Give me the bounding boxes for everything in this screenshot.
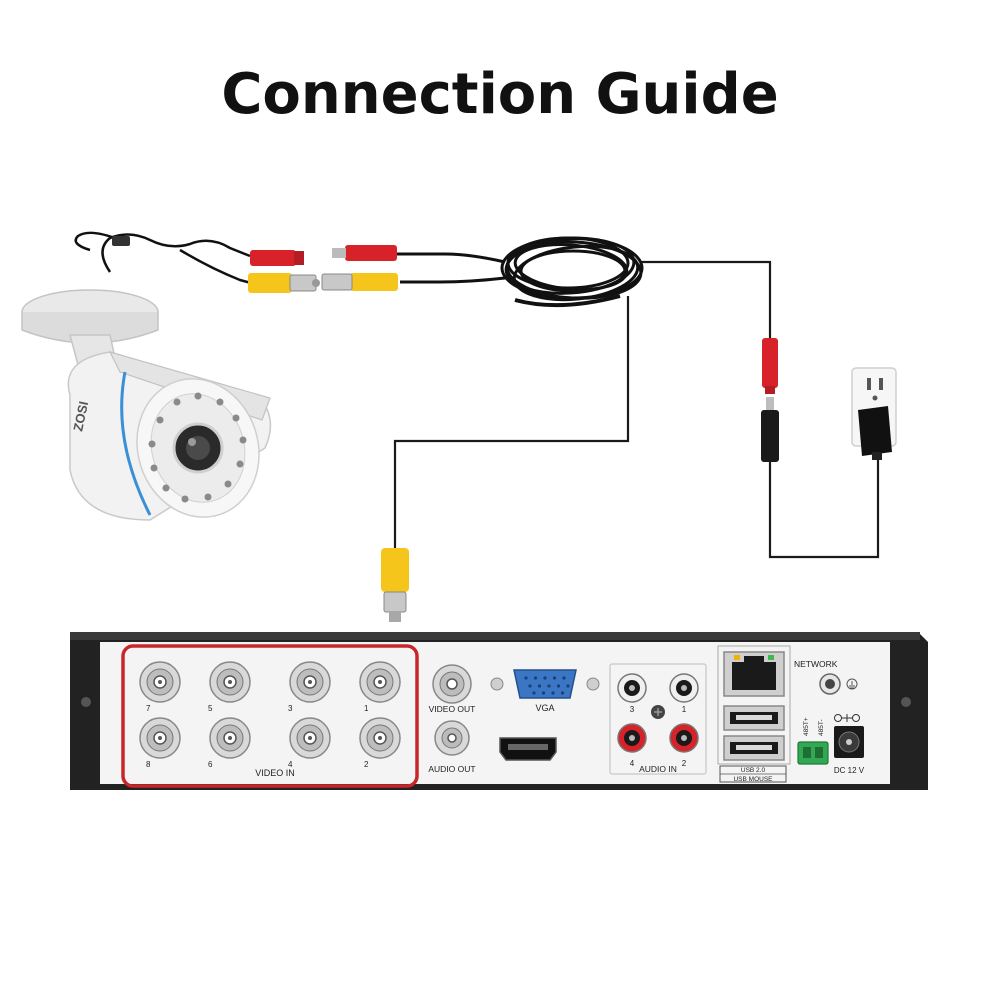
bnc-plug-to-dvr [381,548,409,622]
audio-in-port-3[interactable] [617,673,647,703]
audio-in-label: AUDIO IN [639,764,677,774]
video-in-port-7[interactable] [139,661,181,703]
video-in-port-6[interactable] [209,717,251,759]
audio-out-port[interactable] [434,720,470,756]
video-in-port-number: 7 [146,704,151,713]
video-in-port-number: 2 [364,760,369,769]
audio-in-port-number: 1 [682,705,687,714]
dvr-recorder: 7 5 3 1 8 6 4 2 VIDEO IN VIDEO OUT AUDIO OUT VG… [70,632,928,790]
vga-port[interactable] [513,669,577,699]
camera-brand-logo: ZOSI [70,400,91,433]
hdmi-port[interactable] [499,737,557,761]
vga-label: VGA [535,703,554,713]
network-port[interactable] [723,651,785,697]
video-in-port-number: 3 [288,704,293,713]
power-wire [640,260,772,338]
bnc-connector-yellow-female [248,273,292,293]
usb-label: USB 2.0 [741,767,766,774]
dc-connector-red-female [250,250,296,266]
rs485-plus-label: 485T+ [803,717,810,736]
audio-in-port-number: 2 [682,759,687,768]
usb-port-1[interactable] [723,705,785,731]
video-in-port-8[interactable] [139,717,181,759]
audio-in-port-4[interactable] [617,723,647,753]
video-in-port-number: 8 [146,760,151,769]
wires [393,260,880,559]
camera-pigtail [74,231,320,293]
bullet-camera: ZOSI [21,289,272,521]
video-out-port[interactable] [432,664,472,704]
video-in-port-number: 5 [208,704,213,713]
dc-plug-pair [761,338,779,462]
video-in-port-3[interactable] [289,661,331,703]
video-out-label: VIDEO OUT [429,704,476,714]
audio-in-port-2[interactable] [669,723,699,753]
video-in-port-number: 1 [364,704,369,713]
cable-ends [395,252,506,284]
audio-in-port-1[interactable] [669,673,699,703]
dc-connector-red-male [345,245,397,261]
dc-power-port[interactable] [834,726,864,758]
video-in-port-number: 6 [208,760,213,769]
dc-connector-red-vertical [762,338,778,388]
audio-in-center-screw [651,705,665,719]
video-in-label: VIDEO IN [255,768,295,778]
bnc-connector-yellow [350,273,398,291]
power-adapter [858,406,892,460]
video-wire [393,296,630,548]
audio-in-port-number: 4 [630,759,635,768]
coiled-extension-cable [500,236,644,308]
audio-out-label: AUDIO OUT [428,764,475,774]
rs485-terminal[interactable] [797,741,829,765]
audio-in-port-number: 3 [630,705,635,714]
power-wire-to-adapter [768,458,880,559]
video-in-port-2[interactable] [359,717,401,759]
page-title: Connection Guide [221,62,779,127]
video-in-port-1[interactable] [359,661,401,703]
network-label: NETWORK [794,659,838,669]
usb-mouse-label: USB MOUSE [733,776,773,783]
video-in-port-4[interactable] [289,717,331,759]
video-in-port-5[interactable] [209,661,251,703]
video-in-ports: 7 5 3 1 8 6 4 2 [139,661,401,769]
dc-polarity-icon [834,714,860,722]
rs485-minus-label: 485T- [818,719,825,736]
dc-plug-black [761,410,779,462]
audio-in-ports: 3 1 4 2 [617,673,699,768]
dc-12v-label: DC 12 V [834,766,865,775]
usb-port-2[interactable] [723,735,785,761]
extension-connectors [321,245,398,291]
ground-screw [819,673,858,695]
video-in-highlight [121,644,419,788]
video-in-port-number: 4 [288,760,293,769]
